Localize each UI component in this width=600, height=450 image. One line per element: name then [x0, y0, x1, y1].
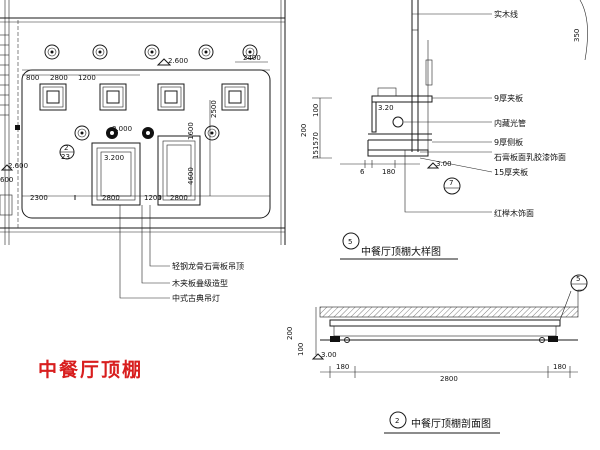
section2-elev: 3.00	[321, 351, 337, 359]
plan-dim-top-0: 800	[26, 74, 39, 82]
plan-callout-bottom: 23	[61, 153, 70, 161]
wall-hatch-left	[0, 34, 9, 116]
plywood-15mm	[367, 149, 429, 157]
detail5-caption-text: 中餐厅顶棚大样图	[361, 245, 441, 258]
detail5-dim-left-1: 100	[312, 104, 320, 117]
plan-dim-bottom-1: 2800	[102, 194, 120, 202]
detail5-dim-350: 350	[573, 29, 581, 42]
detail-5-drawing: 实木线 9厚夹板 内藏光管 9厚侧板 石膏板面乳胶漆饰面 15厚夹板 红榉木饰面…	[300, 0, 588, 260]
slide-title: 中餐厅顶棚	[38, 358, 143, 381]
section2-callout-top: 5	[576, 275, 580, 283]
lamp-icon	[92, 44, 108, 60]
detail5-label-4: 石膏板面乳胶漆饰面	[494, 152, 566, 162]
section2-dim-left-1: 100	[297, 343, 305, 356]
plan-dim-2400: 2400	[243, 54, 261, 62]
detail5-callout-top: 7	[449, 179, 453, 187]
section2-caption: 2 中餐厅顶棚剖面图	[384, 411, 500, 434]
section2-dim-left-0: 200	[286, 327, 294, 340]
ceiling-frame-right	[157, 135, 201, 206]
detail5-dim-180: 180	[382, 168, 395, 176]
section-2-drawing: 5 200 100 3.00 180 2800 180 2 中餐厅顶棚剖面图	[286, 274, 588, 434]
detail5-label-0: 实木线	[494, 9, 518, 19]
square-lamp-icon	[39, 83, 67, 111]
ceiling-plan: 800 2800 1200 2400 2.600 3.000 3.200 2.6…	[0, 0, 286, 303]
detail5-label-6: 红榉木饰面	[494, 208, 534, 218]
lamp-icon	[144, 44, 160, 60]
plywood-9mm	[371, 95, 433, 103]
section2-callout: 5	[559, 274, 588, 321]
lamp-icon	[198, 44, 214, 60]
light-slot	[377, 87, 397, 97]
detail5-caption: 5 中餐厅顶棚大样图	[340, 232, 458, 260]
detail5-label-1: 9厚夹板	[494, 93, 523, 103]
section-callout: 2 23	[59, 144, 75, 161]
detail5-label-2: 内藏光管	[494, 118, 526, 128]
plan-note-0: 轻钢龙骨石膏板吊顶	[172, 261, 244, 271]
pendant-lamp-icon	[142, 127, 154, 139]
plan-elev-3200: 3.200	[104, 154, 124, 162]
section2-dim-bottom-0: 180	[336, 363, 349, 371]
plan-dim-2500: 2500	[210, 100, 218, 118]
plan-dim-4600: 4600	[187, 167, 195, 185]
hidden-tube-icon	[392, 116, 404, 128]
square-lamp-icon	[99, 83, 127, 111]
slab-hatch	[319, 306, 579, 318]
plan-dim-bottom-3: 2800	[170, 194, 188, 202]
detail5-caption-num: 5	[348, 238, 352, 246]
lamp-icon	[74, 125, 90, 141]
plan-note-2: 中式古典吊灯	[172, 293, 220, 303]
column-block	[0, 194, 13, 216]
section2-dim-bottom-1: 2800	[440, 375, 458, 383]
plan-note-1: 木夹板叠级造型	[172, 278, 228, 288]
plan-dim-top-1: 2800	[50, 74, 68, 82]
square-lamp-icon	[157, 83, 185, 111]
lamp-icon	[44, 44, 60, 60]
detail5-elev-300: 3.00	[436, 160, 452, 168]
detail5-dim-left-4: 15	[312, 150, 320, 159]
section2-dim-bottom-2: 180	[553, 363, 566, 371]
plan-callout-top: 2	[64, 144, 68, 152]
plan-dim-bottom-2: 1200	[144, 194, 162, 202]
plan-dim-1600: 1600	[187, 122, 195, 140]
detail5-elev-320: 3.20	[378, 104, 394, 112]
plan-elev-top: 2.600	[168, 57, 188, 65]
detail5-dim-6: 6	[360, 168, 365, 176]
plan-elev-3000: 3.000	[112, 125, 132, 133]
detail5-label-5: 15厚夹板	[494, 167, 528, 177]
lamp-icon	[204, 125, 220, 141]
plan-dim-600: 600	[0, 176, 13, 184]
plan-dim-top-2: 1200	[78, 74, 96, 82]
plan-elev-left: 2.600	[8, 162, 28, 170]
section2-caption-text: 中餐厅顶棚剖面图	[411, 417, 491, 430]
section2-caption-num: 2	[395, 417, 399, 425]
detail5-dim-left-2: 70	[312, 132, 320, 141]
square-lamp-icon	[221, 83, 249, 111]
detail5-callout: 7	[443, 177, 461, 195]
detail5-dim-left-3: 15	[312, 141, 320, 150]
detail5-dim-left-0: 200	[300, 124, 308, 137]
detail5-label-3: 9厚侧板	[494, 137, 523, 147]
plan-dim-bottom-0: 2300	[30, 194, 48, 202]
